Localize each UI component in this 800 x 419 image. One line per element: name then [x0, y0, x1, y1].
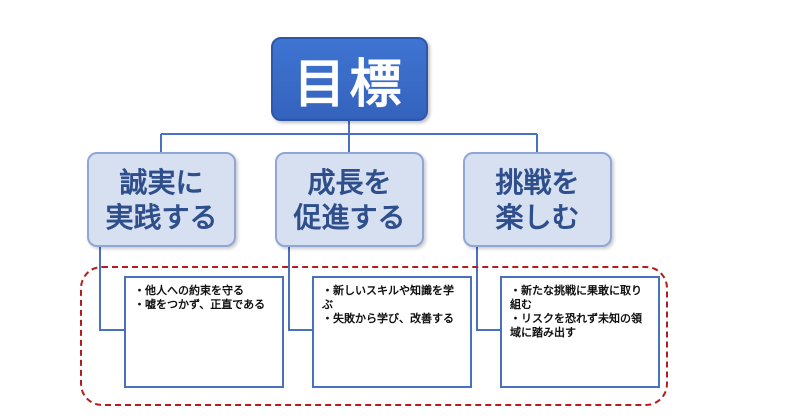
detail-line: ・新しいスキルや知識を学ぶ [322, 284, 454, 311]
root-goal-box: 目標 [271, 37, 428, 121]
detail-line: ・失敗から学び、改善する [322, 312, 454, 325]
detail-box-integrity: ・他人への約束を守る ・嘘をつかず、正直である [124, 276, 284, 388]
detail-line: ・新たな挑戦に果敢に取り組む [510, 284, 642, 311]
pillar-label: 成長を 促進する [293, 165, 406, 234]
pillar-box-integrity: 誠実に 実践する [87, 152, 236, 247]
root-goal-label: 目標 [293, 53, 406, 115]
detail-line: ・嘘をつかず、正直である [134, 298, 266, 311]
pillar-box-growth: 成長を 促進する [275, 152, 424, 247]
detail-box-challenge: ・新たな挑戦に果敢に取り組む ・リスクを恐れず未知の領域に踏み出す [500, 276, 660, 388]
detail-line: ・リスクを恐れず未知の領域に踏み出す [510, 312, 642, 339]
pillar-label: 誠実に 実践する [105, 165, 218, 234]
pillar-label: 挑戦を 楽しむ [495, 165, 580, 234]
detail-line: ・他人への約束を守る [134, 284, 244, 297]
detail-box-growth: ・新しいスキルや知識を学ぶ ・失敗から学び、改善する [312, 276, 472, 388]
pillar-box-challenge: 挑戦を 楽しむ [463, 152, 612, 247]
connector-detail-2 [288, 247, 312, 331]
connector-detail-3 [476, 247, 500, 331]
dashed-group-outline [80, 266, 668, 406]
